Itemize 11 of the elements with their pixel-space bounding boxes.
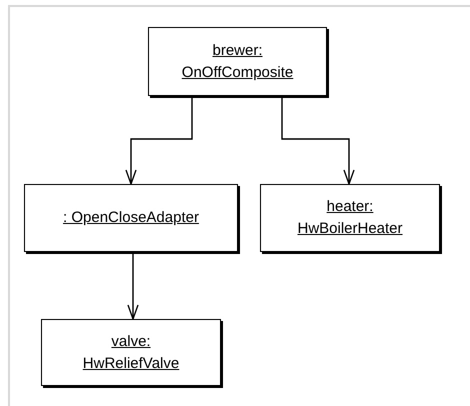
object-box	[24, 184, 238, 252]
arrow	[125, 96, 193, 185]
object-box	[260, 184, 440, 252]
object-box	[41, 319, 221, 386]
object-name: : OpenCloseAdapter	[63, 208, 199, 228]
arrow	[281, 96, 355, 185]
object-name: brewer: OnOffComposite	[182, 40, 294, 82]
object-name: valve: HwReliefValve	[82, 332, 180, 374]
arrow	[127, 252, 139, 320]
object-name: heater: HwBoilerHeater	[297, 197, 403, 239]
object-box	[148, 27, 327, 96]
